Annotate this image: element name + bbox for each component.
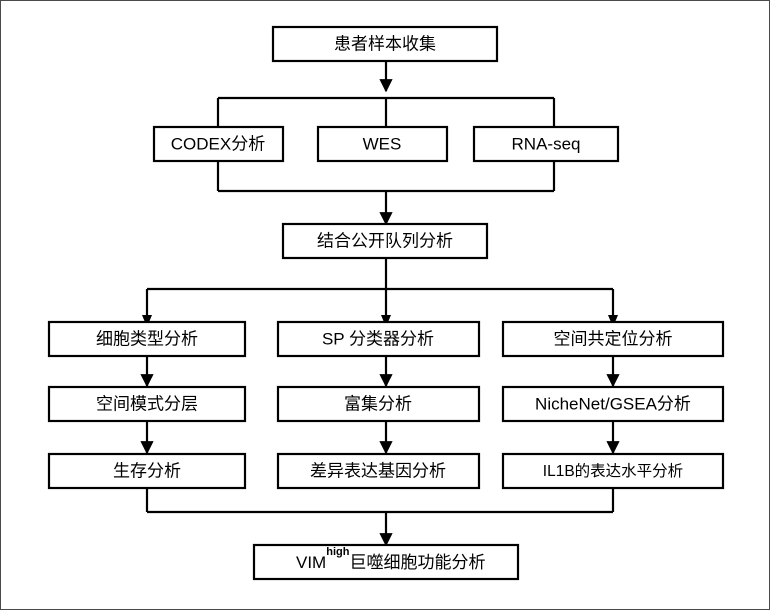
node-vim-macrophage[interactable]: VIMhigh巨噬细胞功能分析 <box>252 543 520 581</box>
node-il1b-label: IL1B的表达水平分析 <box>543 462 683 480</box>
edge-merge-bar-row2 <box>216 161 556 193</box>
edge-merge-bar-bottom <box>145 488 615 514</box>
node-public-cohort[interactable]: 结合公开队列分析 <box>281 222 489 260</box>
node-nichenet-gsea-label: NicheNet/GSEA分析 <box>535 394 691 413</box>
node-spatial-pattern[interactable]: 空间模式分层 <box>47 385 247 423</box>
node-deg[interactable]: 差异表达基因分析 <box>276 452 481 490</box>
node-codex[interactable]: CODEX分析 <box>152 125 285 163</box>
node-codex-label: CODEX分析 <box>171 134 265 153</box>
node-rnaseq-label: RNA-seq <box>512 134 581 153</box>
node-cell-type[interactable]: 细胞类型分析 <box>47 320 247 358</box>
edge-split-bar-row4 <box>145 287 615 321</box>
node-il1b[interactable]: IL1B的表达水平分析 <box>501 452 725 490</box>
node-enrichment-label: 富集分析 <box>344 394 412 413</box>
node-sample-collection-label: 患者样本收集 <box>334 34 436 53</box>
node-vim-prefix: VIM <box>296 553 326 572</box>
node-sp-classifier[interactable]: SP 分类器分析 <box>276 320 481 358</box>
node-survival-label: 生存分析 <box>113 461 181 480</box>
node-nichenet-gsea[interactable]: NicheNet/GSEA分析 <box>501 385 725 423</box>
node-survival[interactable]: 生存分析 <box>47 452 247 490</box>
node-deg-label: 差异表达基因分析 <box>310 461 446 480</box>
node-spatial-coloc[interactable]: 空间共定位分析 <box>501 320 725 358</box>
node-rnaseq[interactable]: RNA-seq <box>472 125 620 163</box>
node-vim-suffix: 巨噬细胞功能分析 <box>349 553 485 572</box>
node-wes[interactable]: WES <box>316 125 449 163</box>
node-vim-superscript: high <box>326 546 349 558</box>
node-enrichment[interactable]: 富集分析 <box>276 385 481 423</box>
node-sample-collection[interactable]: 患者样本收集 <box>271 25 499 63</box>
node-cell-type-label: 细胞类型分析 <box>96 329 198 348</box>
node-wes-label: WES <box>363 134 402 153</box>
node-spatial-pattern-label: 空间模式分层 <box>96 394 198 413</box>
node-spatial-coloc-label: 空间共定位分析 <box>554 329 673 348</box>
node-public-cohort-label: 结合公开队列分析 <box>317 231 453 250</box>
node-sp-classifier-label: SP 分类器分析 <box>322 329 434 348</box>
node-vim-macrophage-label: VIMhigh巨噬细胞功能分析 <box>253 546 518 573</box>
